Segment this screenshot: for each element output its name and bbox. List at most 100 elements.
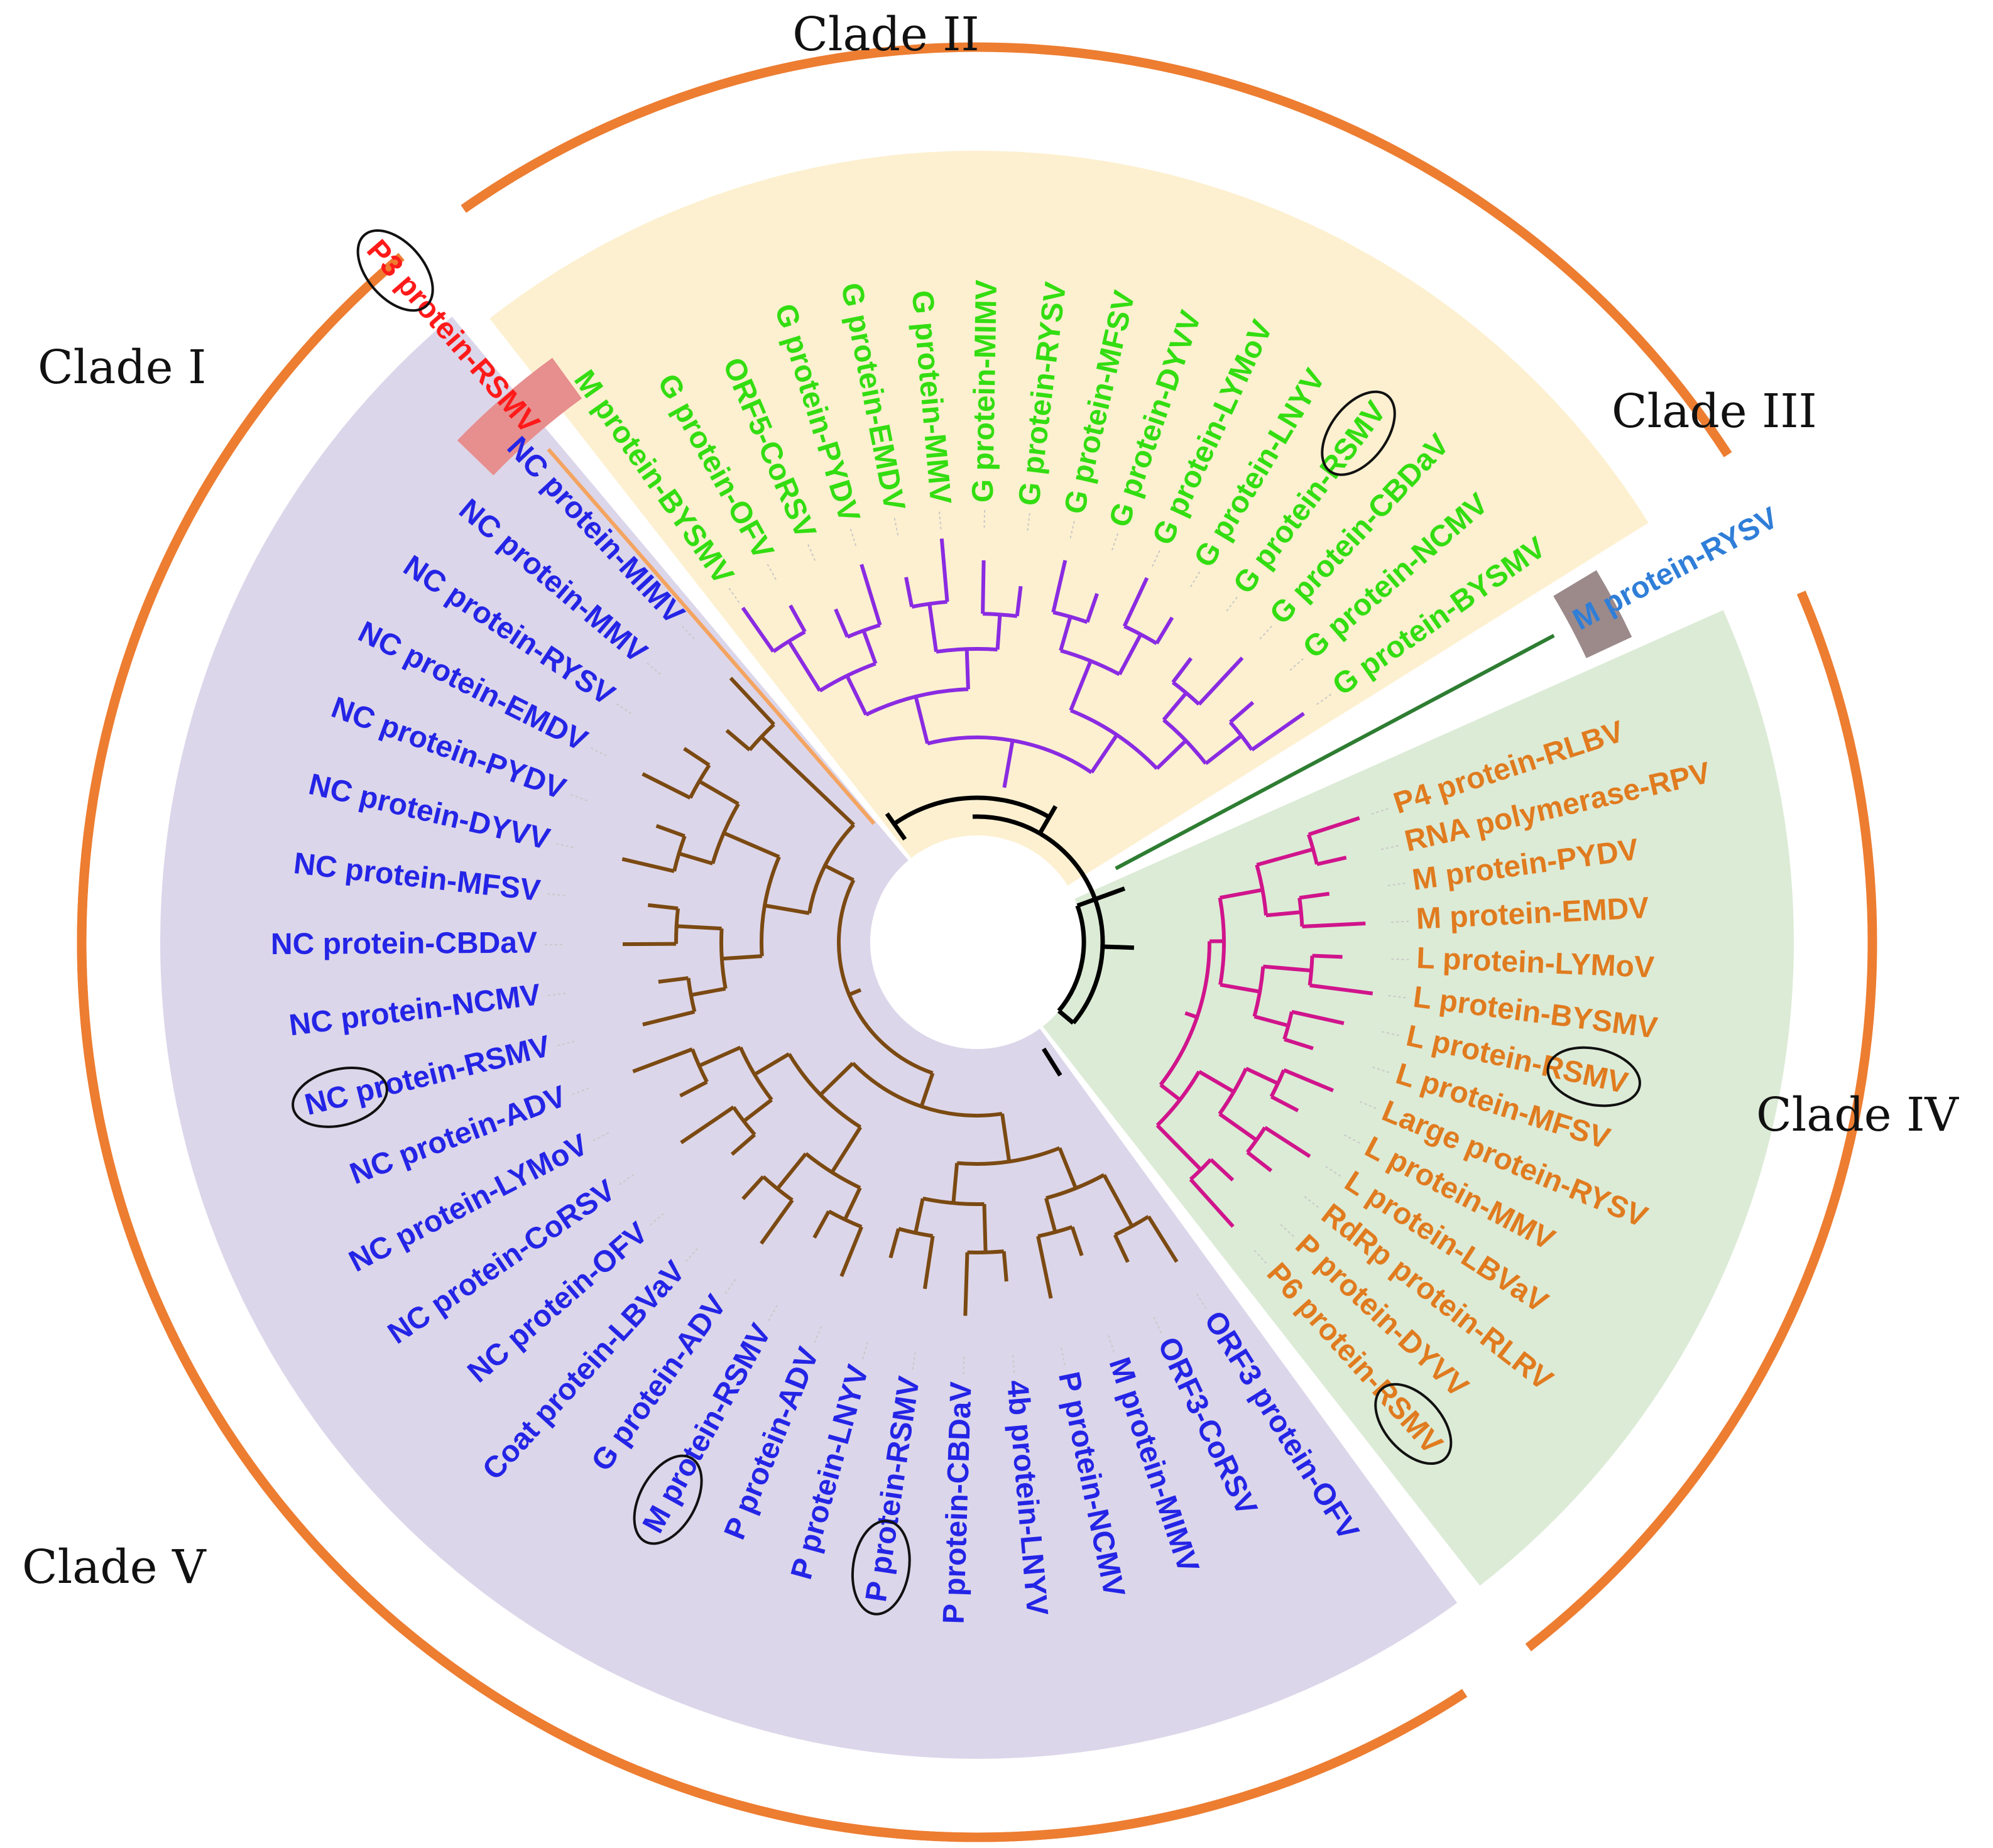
clade-i-sector: [457, 357, 582, 476]
branch: [764, 903, 810, 915]
leaf-guide: [1387, 882, 1408, 886]
leaf-guide: [1391, 958, 1412, 960]
outer-ring-arc: [461, 42, 1732, 457]
branch: [753, 1052, 790, 1077]
leaf-guide: [588, 746, 607, 757]
branch: [1046, 1173, 1105, 1200]
leaf-guide: [1289, 656, 1306, 671]
branch: [686, 977, 697, 1013]
branch: [1113, 1234, 1130, 1263]
clade-i-label: Clade I: [38, 340, 206, 394]
leaf-guide: [648, 1213, 664, 1227]
leaf-guide: [1226, 594, 1240, 612]
branch: [1115, 634, 1555, 871]
branch: [1147, 1215, 1179, 1263]
branch: [1155, 1124, 1203, 1171]
leaf-guide: [1359, 1101, 1379, 1111]
branch: [730, 1133, 756, 1156]
branch: [1218, 1112, 1258, 1142]
leaf-guide: [569, 1087, 589, 1096]
branch: [1253, 1014, 1289, 1028]
leaf-guide: [765, 562, 777, 580]
branch: [845, 675, 868, 716]
branch: [1015, 585, 1023, 617]
branch: [819, 1062, 855, 1097]
leaf-guides: [542, 508, 1412, 1377]
branch: [830, 1126, 862, 1173]
branch: [951, 1163, 959, 1204]
leaf-guide: [1325, 1166, 1343, 1178]
backbone: [1042, 1047, 1062, 1077]
clade-ii-label: Clade II: [792, 8, 980, 62]
branch: [698, 1045, 741, 1068]
branch: [1283, 1068, 1334, 1092]
branch: [1122, 577, 1149, 628]
leaf-guide: [554, 1040, 575, 1047]
branch: [723, 831, 780, 859]
branch: [1184, 1011, 1198, 1019]
leaf-guide: [938, 509, 942, 530]
branch: [725, 729, 751, 752]
leaf-guide: [1061, 1348, 1066, 1368]
leaf-guide: [568, 793, 587, 802]
branch: [647, 903, 679, 911]
branch: [1284, 1037, 1314, 1050]
branch: [621, 857, 675, 873]
branch: [927, 603, 938, 652]
branch: [676, 924, 722, 931]
leaf-guide: [614, 702, 632, 714]
leaf-guide: [893, 515, 899, 536]
branch: [672, 835, 687, 872]
outer-ring-arc: [1525, 590, 1877, 1651]
leaf-guide: [1111, 531, 1120, 551]
rsmv-highlight-ellipse: [1321, 390, 1396, 476]
branch: [914, 1198, 925, 1234]
leaf-guide: [1343, 1134, 1363, 1145]
rsmv-highlight-ellipse: [633, 1454, 703, 1545]
branch: [642, 1009, 696, 1027]
branch: [741, 1175, 765, 1200]
branch: [964, 649, 970, 690]
branch: [680, 1106, 735, 1144]
leaf-guide: [963, 1356, 965, 1377]
branch: [698, 780, 740, 806]
branch: [1246, 1151, 1273, 1173]
branch: [939, 538, 949, 602]
branch: [936, 647, 998, 654]
branch: [1316, 856, 1347, 866]
leaf-guide: [684, 1248, 699, 1264]
rsmv-highlight-ellipse: [292, 1067, 388, 1128]
branch: [812, 1210, 831, 1239]
branch: [983, 612, 1018, 618]
leaf-guide: [912, 1352, 916, 1372]
branch: [1250, 712, 1305, 752]
branch: [658, 976, 689, 984]
branch: [674, 908, 680, 944]
leaf-guide: [590, 1132, 609, 1143]
branch: [824, 864, 855, 882]
leaf-p-protein-cbdav: P protein-CBDaV: [937, 1381, 978, 1624]
branch: [1102, 1174, 1134, 1227]
branch: [741, 606, 775, 653]
branch: [861, 629, 878, 665]
branch: [1308, 955, 1314, 986]
branch: [1162, 692, 1188, 722]
clade-v-sector: [160, 317, 1458, 1759]
branch: [827, 1209, 863, 1229]
backbone: [1102, 944, 1134, 950]
branch: [760, 1198, 794, 1245]
leaf-guide: [812, 1326, 822, 1345]
branch: [1246, 1126, 1267, 1154]
branch: [848, 988, 862, 997]
branch: [632, 1047, 694, 1073]
leaf-guide: [727, 585, 740, 603]
backbone: [1057, 1009, 1075, 1025]
branch: [1256, 847, 1314, 867]
branch: [742, 1098, 773, 1123]
branch: [1171, 657, 1193, 684]
backbone: [1057, 905, 1086, 1013]
branch: [1002, 740, 1015, 788]
branch: [691, 1048, 709, 1083]
branch: [721, 954, 762, 961]
